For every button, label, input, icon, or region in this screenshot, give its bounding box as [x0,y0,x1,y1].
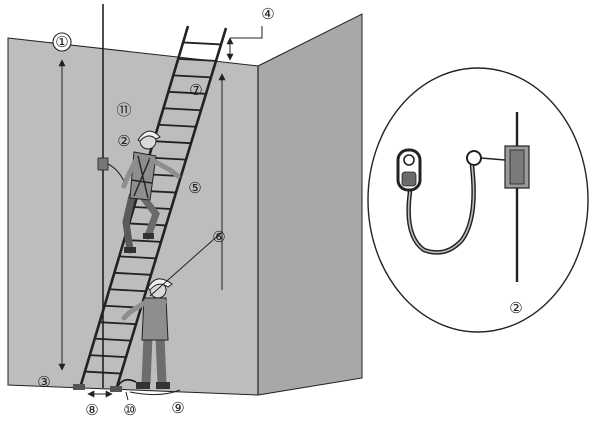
wall-corner [7,13,363,396]
callout-3-text: ③ [37,373,50,391]
ladder-rung [114,271,152,276]
callout-7: ⑦ [189,81,202,99]
ladder-rung [119,255,157,260]
callout-11: ⑪ [116,101,131,119]
detail-lanyard-inner [407,165,475,254]
callout-10: ⑩ [123,401,136,419]
detail-rope-grab-body [509,149,525,185]
climber-arm-left [121,157,139,189]
rope-grab-on-lifeline [97,157,109,171]
rope-grab-detail-inset [367,67,589,333]
leader-6 [149,231,223,297]
callout-2-detail-text: ② [509,299,522,317]
callout-4-text: ④ [261,5,274,23]
climber-arm [149,157,181,179]
ground-worker-arms [121,299,167,329]
callout-2-text: ② [117,132,130,150]
callout-3: ③ [37,373,50,391]
ground-worker-legs [141,335,167,385]
climber-boot-front [143,233,154,239]
callout-5-text: ⑤ [188,179,201,197]
ground-worker-shadow [129,389,181,396]
callout-8: ⑧ [85,401,98,419]
callout-2-detail: ② [509,299,522,317]
detail-circle [367,67,589,333]
left-wall [7,37,259,396]
ladder-rung [183,41,222,46]
ground-worker [121,278,181,396]
safety-harness [130,155,153,199]
callout-1-text: ① [55,33,68,51]
detail-ring-link [480,157,506,161]
leader-10 [125,391,129,401]
callout-1: ① [52,32,72,52]
climber-boot-back [124,247,136,253]
ladder-rung [173,74,212,79]
callout-6-text: ⑥ [212,228,225,246]
climber-front-leg [138,192,160,240]
ladder-rung [168,90,207,95]
callout-11-text: ⑪ [116,101,131,119]
ladder-foot-tie [117,378,137,387]
callout-2: ② [117,132,130,150]
ground-worker-boot-right [156,382,170,389]
climber-back-leg [122,192,136,254]
ladder-foot-left [73,384,85,390]
ladder-foot-right [110,386,122,392]
ladder-rung [89,354,127,358]
callout-9: ⑨ [171,399,184,417]
callout-7-text: ⑦ [189,81,202,99]
ladder-rung [94,337,132,342]
callout-6: ⑥ [212,228,225,246]
callout-5: ⑤ [188,179,201,197]
climbing-worker [121,130,181,254]
climber-helmet [137,130,161,142]
ladder-rung [129,222,167,227]
callout-8-text: ⑧ [85,401,98,419]
callout-4: ④ [261,5,274,23]
leader-4 [230,26,263,39]
ladder-rung [163,107,202,112]
ladder-rung [84,370,122,375]
ground-worker-boot-left [136,382,150,389]
right-wall [257,13,363,396]
ladder-rung [178,58,217,62]
callout-9-text: ⑨ [171,399,184,417]
ladder-rung [158,123,197,128]
detail-carabiner-icon [396,148,422,192]
ladder-rung [109,288,147,293]
ladder-rung [153,140,192,145]
callout-10-text: ⑩ [123,401,136,419]
ladder-rung [99,321,137,326]
